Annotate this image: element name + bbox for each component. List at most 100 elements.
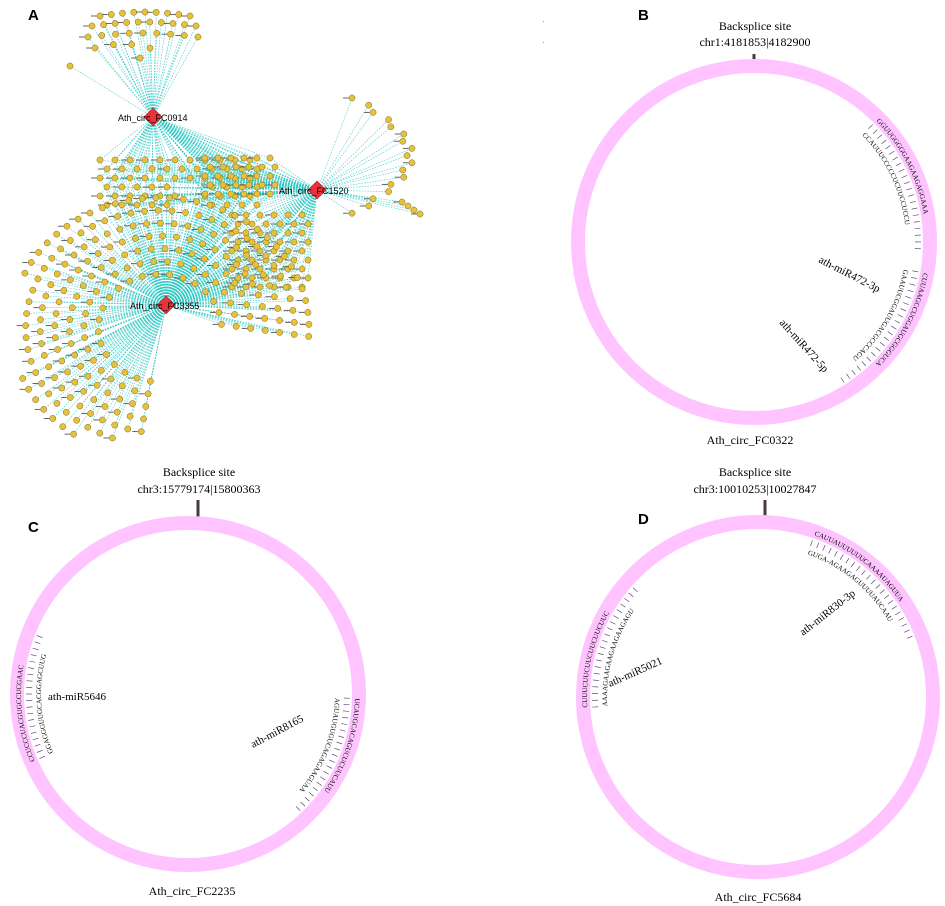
network-edge (137, 250, 167, 306)
mirna-seq-target: CAUUAUUUUUUCAAAAUAGUUA (813, 530, 905, 603)
target-node (365, 101, 373, 109)
target-node (243, 252, 250, 259)
network-edge (114, 116, 154, 197)
target-node (248, 256, 256, 264)
target-node (22, 322, 29, 329)
target-node (114, 213, 121, 220)
target-node (219, 181, 227, 189)
base-pair-tick (338, 735, 345, 738)
target-node (404, 202, 412, 210)
target-node (27, 357, 35, 365)
network-edge (102, 207, 167, 306)
target-node (242, 283, 250, 291)
target-node (35, 249, 43, 256)
target-node (253, 201, 261, 209)
network-edge (131, 44, 154, 118)
target-node (170, 220, 178, 228)
network-edge (265, 189, 318, 225)
target-node (270, 262, 278, 269)
target-node (186, 12, 194, 20)
target-node (171, 156, 179, 164)
target-node (66, 276, 74, 284)
network-edge (159, 159, 167, 306)
target-node (97, 367, 105, 374)
panel-letter-a: A (28, 7, 39, 24)
target-node (54, 346, 61, 353)
network-edge (152, 34, 171, 118)
target-node (130, 8, 138, 16)
mirna-label-d2: ath-miR5021 (606, 655, 664, 690)
base-pair-tick (839, 554, 844, 560)
base-pair-tick (613, 615, 619, 619)
target-node (115, 284, 122, 292)
network-edge (165, 215, 200, 306)
target-node (194, 33, 202, 41)
network-edge (301, 189, 318, 234)
target-node (168, 207, 176, 215)
target-node (214, 190, 222, 198)
target-node (142, 403, 150, 410)
network-edge (316, 148, 413, 191)
target-node (206, 201, 214, 209)
mirna-label-d1: ath-miR830-3p (797, 587, 858, 638)
target-node (61, 260, 69, 268)
target-node (63, 222, 71, 230)
base-pair-tick (308, 792, 314, 797)
target-node (84, 346, 92, 353)
target-node (76, 402, 84, 410)
target-node (284, 211, 292, 219)
target-node (118, 238, 126, 246)
network-edge (121, 304, 167, 386)
target-node (141, 156, 149, 164)
network-edge (136, 189, 318, 206)
target-node (186, 236, 194, 243)
target-node (58, 384, 66, 392)
target-node (133, 374, 141, 382)
target-node (387, 181, 395, 188)
target-node (385, 188, 392, 195)
network-edge (165, 300, 306, 306)
network-edge (132, 304, 167, 404)
target-node (161, 245, 169, 253)
network-edge (316, 162, 413, 191)
network-edge (245, 189, 318, 216)
target-node (400, 130, 408, 138)
target-node (271, 181, 279, 189)
network-edge (165, 184, 250, 306)
target-node (181, 21, 188, 28)
network-edge (28, 301, 167, 306)
target-node (180, 32, 188, 39)
target-node (166, 271, 173, 279)
binding-sites-c: CCUCCCUACGUGCCUCGAACGGAGGGUUGCACGGAGCUUG… (15, 635, 361, 812)
target-node (305, 321, 313, 328)
base-pair-tick (866, 574, 871, 580)
network-edge (251, 189, 318, 261)
network-edge (31, 262, 167, 306)
target-node (121, 251, 128, 259)
target-node (60, 287, 68, 294)
network-edge (106, 304, 167, 355)
network-edge (140, 304, 167, 432)
backsplice-label-b: Backsplice site (719, 19, 791, 33)
base-pair-tick (607, 627, 613, 631)
network-edge (152, 116, 237, 186)
mirna-label-b1: ath-miR472-3p (817, 254, 883, 295)
network-edge (152, 116, 176, 197)
base-pair-tick (908, 194, 915, 197)
network-edge (57, 273, 167, 306)
network-edge (165, 166, 224, 306)
network-edge (144, 195, 167, 306)
network-edge (165, 193, 232, 306)
network-edge (104, 281, 167, 306)
mirna-label-c2: ath-miR8165 (249, 713, 306, 751)
base-pair-tick (594, 666, 601, 668)
base-pair-tick (891, 605, 897, 610)
target-node (103, 351, 110, 358)
network-edge (316, 140, 403, 191)
target-node (119, 9, 126, 17)
target-node (284, 247, 292, 255)
panel-letter-b: B (638, 7, 649, 24)
target-node (111, 270, 119, 278)
target-node (133, 183, 141, 191)
target-node (222, 236, 229, 244)
